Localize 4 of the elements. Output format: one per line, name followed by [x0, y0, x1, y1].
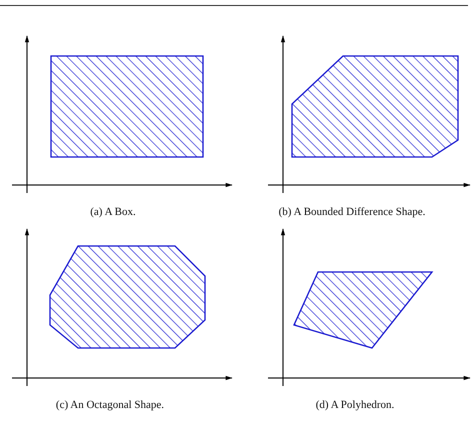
figure-caption: (d) A Polyhedron.: [316, 399, 394, 411]
figure-caption: (b) A Bounded Difference Shape.: [278, 206, 426, 218]
figure-caption: (c) An Octagonal Shape.: [56, 399, 164, 411]
figure-caption: (a) A Box.: [90, 206, 136, 218]
